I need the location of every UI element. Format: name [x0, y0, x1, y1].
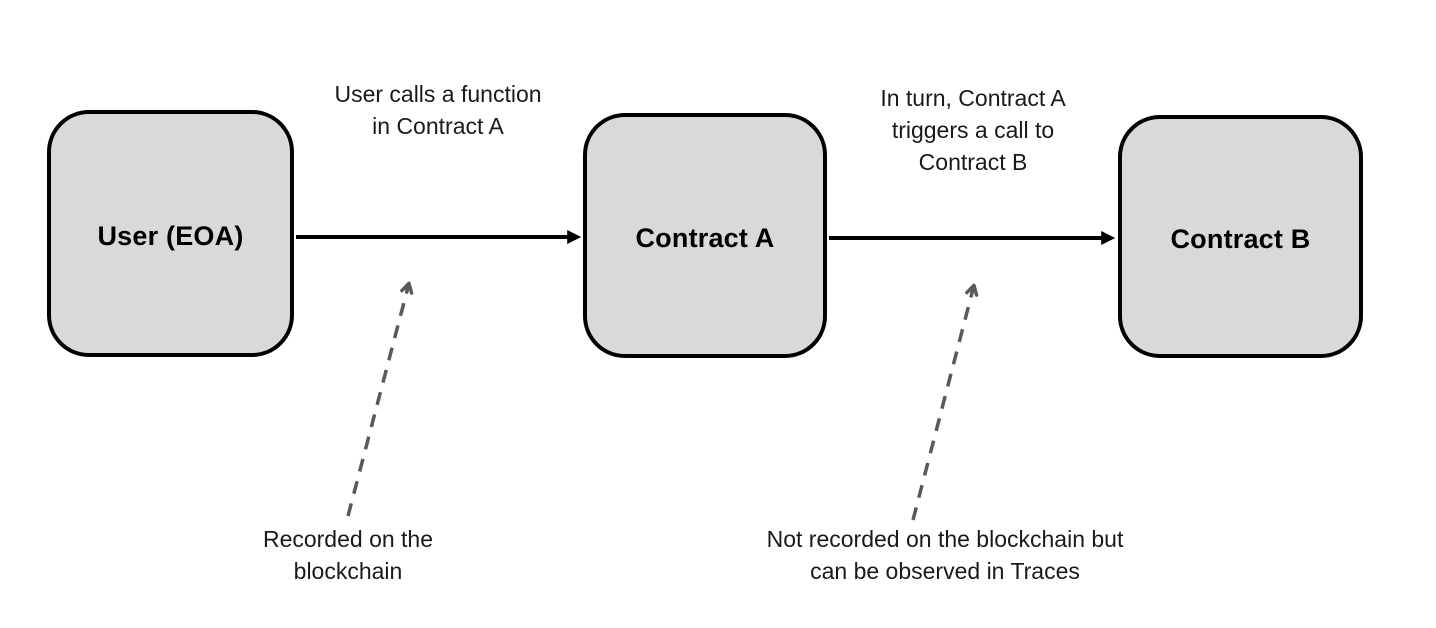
annotation-recorded-on-blockchain: Recorded on the blockchain [262, 526, 434, 584]
annotation-observed-in-traces: Not recorded on the blockchain but can b… [766, 526, 1124, 584]
node-contract-b-label: Contract B [1170, 224, 1311, 254]
node-user-eoa-label: User (EOA) [97, 221, 244, 251]
node-contract-a: Contract A [583, 113, 827, 358]
node-contract-a-label: Contract A [635, 223, 775, 253]
edge-label-user-calls-function: User calls a function in Contract A [334, 81, 542, 139]
dashed-arrow-observed-in-traces [911, 283, 979, 521]
node-user-eoa: User (EOA) [47, 110, 294, 357]
node-contract-b: Contract B [1118, 115, 1363, 358]
dashed-arrow-recorded-on-blockchain [346, 281, 414, 517]
edge-label-contract-a-triggers-call: In turn, Contract A triggers a call to C… [880, 85, 1066, 175]
